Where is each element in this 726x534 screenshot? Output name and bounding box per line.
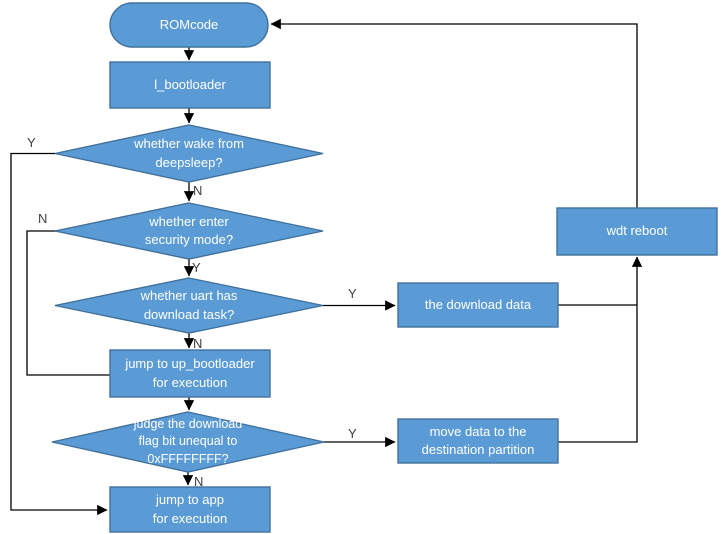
node-wdt-reboot-shape: [556, 207, 718, 256]
node-uart-download-shape: [54, 277, 324, 334]
node-lbootloader-shape: [109, 61, 271, 109]
node-jump-app-shape: [109, 486, 271, 533]
edge-security-no-to-upbootloader: [26, 230, 110, 376]
node-romcode-shape: [109, 2, 269, 48]
node-move-data-shape: [397, 418, 559, 464]
edge-wake-yes-to-jumpapp: [10, 152, 108, 516]
edge-wdtreboot-to-romcode: [270, 18, 638, 208]
edge-movedata-to-wdtreboot: [558, 256, 643, 443]
node-download-flag-shape: [51, 411, 325, 473]
node-security-mode-shape: [54, 202, 324, 260]
node-jump-up-bootloader-shape: [109, 349, 271, 398]
node-download-data-shape: [397, 282, 559, 328]
node-wake-deepsleep-shape: [54, 124, 324, 183]
